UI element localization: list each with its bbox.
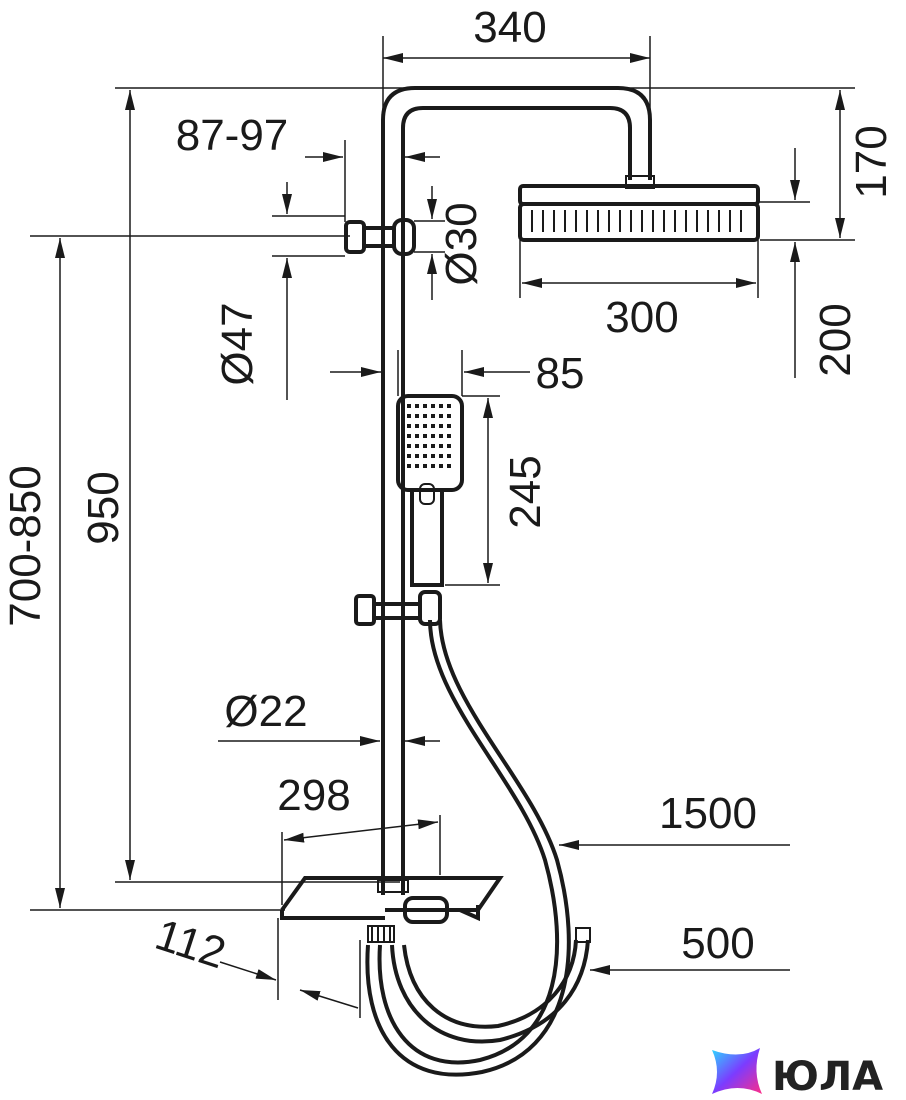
spray-dot [423, 444, 427, 448]
spray-dot [439, 464, 443, 468]
short-hose [390, 939, 590, 1044]
hand-shower [396, 394, 464, 587]
spray-dot [447, 424, 451, 428]
dim-hose-short: 500 [681, 919, 754, 968]
thermostat-shelf [280, 876, 504, 943]
spray-dot [431, 414, 435, 418]
spray-dot [431, 464, 435, 468]
dim-hand-offset: 85 [536, 349, 585, 398]
spray-dot [423, 464, 427, 468]
spray-dot [407, 454, 411, 458]
spray-dot [431, 444, 435, 448]
spray-dot [431, 424, 435, 428]
spray-dot [439, 444, 443, 448]
spray-dot [407, 414, 411, 418]
spray-dot [447, 434, 451, 438]
hose [377, 619, 560, 1065]
spray-dot [423, 414, 427, 418]
dim-shelf-depth: 112 [150, 910, 232, 978]
dim-height-range: 700-850 [1, 465, 50, 626]
dim-head-drop: 200 [811, 303, 860, 376]
slide-holder [354, 590, 442, 626]
dim-wall-offset: 87-97 [176, 111, 289, 160]
spray-dot [447, 414, 451, 418]
spray-dot [439, 404, 443, 408]
spray-dot [447, 454, 451, 458]
spray-dot [447, 464, 451, 468]
spray-dot [407, 404, 411, 408]
spray-dot [431, 434, 435, 438]
dim-total-height: 950 [79, 471, 128, 544]
shower-product [280, 86, 760, 1077]
dimension-lines [30, 36, 855, 1018]
spray-dot [415, 434, 419, 438]
brand-logo-text: ЮЛА [772, 1054, 883, 1100]
spray-dot [415, 464, 419, 468]
rain-shower-head [518, 184, 760, 242]
spray-dot [423, 424, 427, 428]
spray-dot [447, 444, 451, 448]
brand-logo: ЮЛА [712, 1048, 883, 1100]
spray-dot [439, 414, 443, 418]
spray-dot [415, 414, 419, 418]
dim-bar-diam: Ø22 [224, 687, 307, 736]
spray-dot [415, 404, 419, 408]
spray-dot [423, 434, 427, 438]
wall-bracket [344, 218, 416, 256]
star-logo-icon [712, 1048, 762, 1094]
dim-diam-47: Ø47 [213, 302, 262, 385]
spray-dot [423, 454, 427, 458]
dim-shelf-width: 298 [277, 771, 350, 820]
spray-dot [407, 424, 411, 428]
spray-dot [407, 464, 411, 468]
spray-dot [439, 434, 443, 438]
dim-head-width: 300 [605, 293, 678, 342]
dim-diam-30: Ø30 [437, 202, 486, 285]
spray-dot [415, 424, 419, 428]
spray-dot [431, 404, 435, 408]
spray-dot [447, 404, 451, 408]
spray-dot [415, 444, 419, 448]
dim-top-height: 170 [847, 125, 896, 198]
dim-hose-long: 1500 [659, 789, 757, 838]
spray-dot [431, 454, 435, 458]
spray-dot [439, 424, 443, 428]
spray-dot [407, 434, 411, 438]
spray-dot [415, 454, 419, 458]
spray-dot [439, 454, 443, 458]
spray-dot [423, 404, 427, 408]
dim-hand-length: 245 [501, 455, 550, 528]
dim-top-width: 340 [473, 3, 546, 52]
spray-dot [407, 444, 411, 448]
